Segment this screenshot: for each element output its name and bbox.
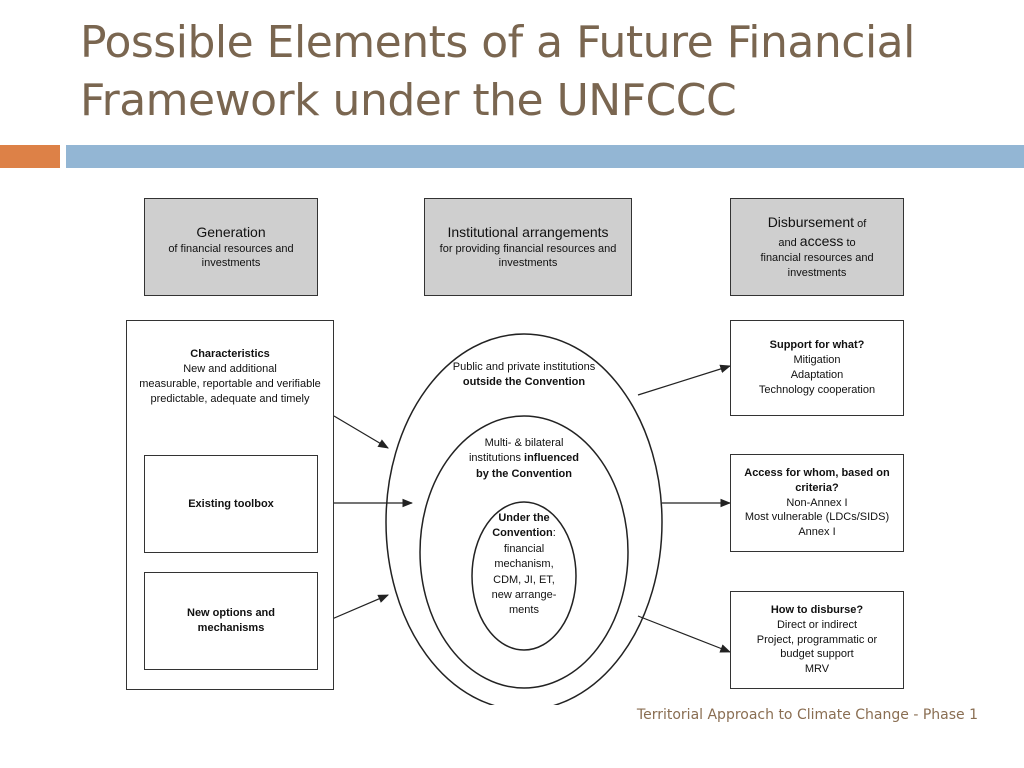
middle-ellipse-line-3: by the Convention [476, 467, 572, 480]
disbursement-access: access [799, 233, 844, 250]
institutional-heading: Institutional arrangements [447, 223, 609, 240]
inner-ellipse-text: Under the Convention: financial mechanis… [474, 511, 574, 619]
inner-ellipse-line-4: new arrange- [491, 588, 557, 601]
generation-heading: Generation [196, 223, 266, 240]
access-heading: Access for whom, based on criteria? [744, 466, 890, 494]
diagram-connectors [317, 333, 732, 705]
characteristics-heading: Characteristics [190, 348, 270, 360]
inner-ellipse-heading-2: Convention [492, 527, 553, 540]
existing-toolbox-label: Existing toolbox [188, 497, 274, 510]
financial-framework-diagram: Generation of financial resources and in… [112, 180, 912, 705]
outer-ellipse-line-1: Public and private institutions [452, 361, 596, 373]
outer-ellipse-text: Public and private institutions outside … [424, 360, 624, 391]
accent-bar-orange [0, 145, 60, 168]
institutional-header: Institutional arrangements for providing… [424, 198, 632, 296]
support-heading: Support for what? [769, 339, 865, 352]
how-disburse-line-4: MRV [804, 663, 830, 676]
support-line-2: Adaptation [790, 369, 844, 381]
access-line-1: Non-Annex I [786, 496, 848, 509]
new-options-box: New options and mechanisms [144, 572, 318, 670]
disbursement-to: to [846, 237, 856, 250]
middle-ellipse-line-2a: institutions [468, 452, 521, 465]
inner-ellipse-line-3: CDM, JI, ET, [493, 573, 555, 586]
inner-ellipse-line-1: financial [503, 542, 545, 555]
disbursement-sub: financial resources and investments [760, 252, 874, 279]
inner-ellipse-colon: : [552, 527, 556, 540]
inner-ellipse [471, 501, 577, 651]
generation-header: Generation of financial resources and in… [144, 198, 318, 296]
new-options-label: New options and mechanisms [187, 607, 275, 634]
how-disburse-heading: How to disburse? [770, 603, 864, 616]
middle-ellipse-text: Multi- & bilateral institutions influenc… [444, 436, 604, 482]
how-disburse-line-1: Direct or indirect [776, 618, 858, 631]
how-disburse-box: How to disburse? Direct or indirect Proj… [730, 591, 904, 689]
arrow-characteristics [333, 415, 389, 449]
arrow-support [637, 364, 732, 396]
access-line-2: Most vulnerable (LDCs/SIDS) [744, 511, 890, 524]
characteristics-line-3: predictable, adequate and timely [150, 392, 310, 405]
existing-toolbox-box: Existing toolbox [144, 455, 318, 553]
access-box: Access for whom, based on criteria? Non-… [730, 454, 904, 552]
support-box: Support for what? Mitigation Adaptation … [730, 320, 904, 416]
disbursement-heading: Disbursement [767, 214, 855, 231]
how-disburse-line-2: Project, programmatic or [756, 633, 878, 646]
slide-footer: Territorial Approach to Climate Change -… [636, 707, 978, 723]
disbursement-and: and [778, 237, 797, 250]
inner-ellipse-heading-1: Under the [498, 512, 550, 524]
disbursement-header: Disbursement of and access to financial … [730, 198, 904, 296]
middle-ellipse-line-1: Multi- & bilateral [484, 437, 564, 449]
middle-ellipse-line-2b: influenced [524, 452, 580, 465]
characteristics-line-1: New and additional [183, 362, 277, 375]
institutional-sub: for providing financial resources and in… [439, 242, 617, 270]
generation-sub: of financial resources and investments [168, 242, 294, 270]
how-disburse-line-3: budget support [780, 648, 854, 661]
disbursement-of: of [857, 218, 867, 231]
characteristics-line-2: measurable, reportable and verifiable [139, 377, 321, 390]
support-line-3: Technology cooperation [758, 383, 876, 396]
arrow-how-disburse [637, 615, 732, 653]
outer-ellipse-line-2: outside the Convention [462, 376, 586, 389]
access-line-3: Annex I [798, 526, 836, 539]
accent-bar-blue [66, 145, 1024, 168]
slide-title: Possible Elements of a Future Financial … [80, 17, 915, 127]
inner-ellipse-line-2: mechanism, [494, 558, 554, 571]
support-line-1: Mitigation [793, 354, 841, 367]
inner-ellipse-line-5: ments [509, 604, 539, 617]
